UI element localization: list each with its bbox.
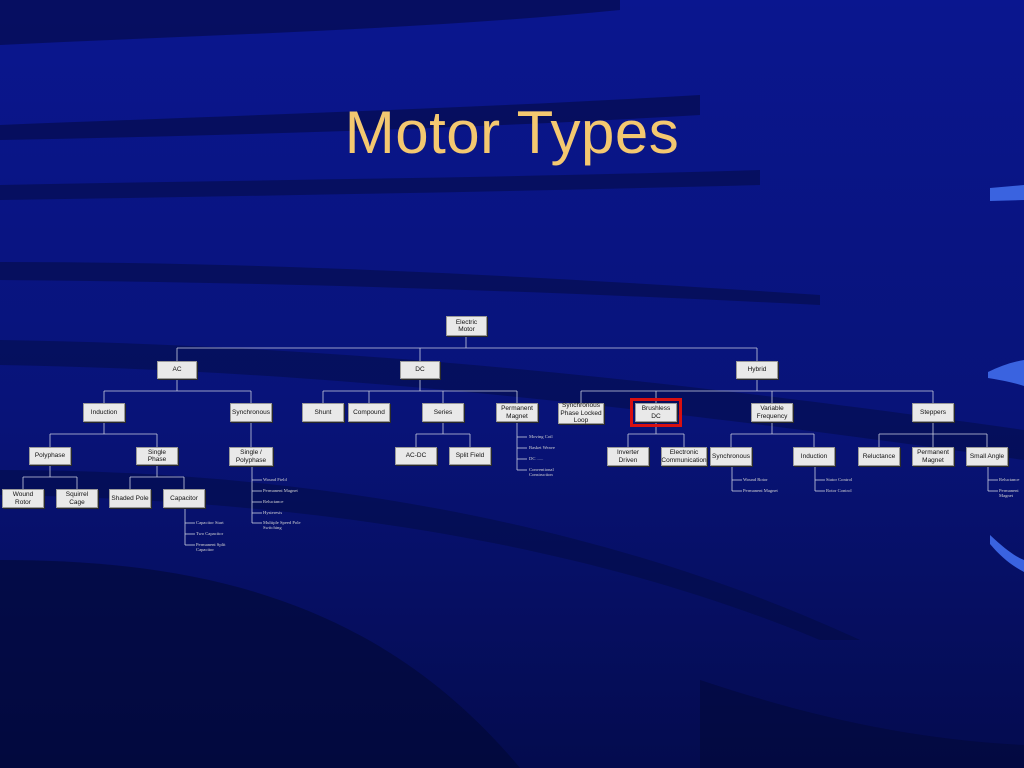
leaf-stator-control: Stator Control xyxy=(826,477,853,482)
node-ac: AC xyxy=(157,361,197,379)
node-small-angle: Small Angle xyxy=(966,447,1008,466)
node-permanent-magnet-stepper: Permanent Magnet xyxy=(912,447,954,466)
node-vf-synchronous: Synchronous xyxy=(710,447,752,466)
leaf-multiple-speed: Multiple Speed Pole Switching xyxy=(263,520,301,531)
node-reluctance: Reluctance xyxy=(858,447,900,466)
node-induction: Induction xyxy=(83,403,125,422)
node-ac-dc: AC-DC xyxy=(395,447,437,465)
node-polyphase: Polyphase xyxy=(29,447,71,465)
node-shaded-pole: Shaded Pole xyxy=(109,489,151,508)
node-synchronous: Synchronous xyxy=(230,403,272,422)
leaf-basket-weave: Basket Weave xyxy=(529,445,555,450)
node-single-polyphase: Single / Polyphase xyxy=(229,447,273,466)
node-variable-frequency: Variable Frequency xyxy=(751,403,793,422)
leaf-conventional-construction: Conventional Construction xyxy=(529,467,554,478)
node-brushless-dc: Brushless DC xyxy=(630,398,682,427)
node-vf-induction: Induction xyxy=(793,447,835,466)
node-single-phase: Single Phase xyxy=(136,447,178,465)
leaf-sa-permanent-magnet: Permanent Magnet xyxy=(999,488,1019,499)
leaf-dc: DC ...... xyxy=(529,456,544,461)
node-electronic-communication: Electronic Communication xyxy=(661,447,707,466)
slide-title: Motor Types xyxy=(344,99,680,166)
node-series: Series xyxy=(422,403,464,422)
leaf-capacitor-start: Capacitor Start xyxy=(196,520,224,525)
node-shunt: Shunt xyxy=(302,403,344,422)
leaf-vf-wound-rotor: Wound Rotor xyxy=(743,477,768,482)
node-capacitor: Capacitor xyxy=(163,489,205,508)
node-wound-rotor: Wound Rotor xyxy=(2,489,44,508)
node-dc: DC xyxy=(400,361,440,379)
node-hybrid: Hybrid xyxy=(736,361,778,379)
leaf-sa-reluctance: Reluctance xyxy=(999,477,1020,482)
node-synchronous-pll: Synchronous Phase Locked Loop xyxy=(558,402,604,424)
leaf-vf-permanent-magnet: Permanent Magnet xyxy=(743,488,778,493)
node-inverter-driven: Inverter Driven xyxy=(607,447,649,466)
node-squirrel-cage: Squirrel Cage xyxy=(56,489,98,508)
leaf-permanent-split-capacitor: Permanent Split Capacitor xyxy=(196,542,226,553)
node-electric-motor: Electric Motor xyxy=(446,316,487,336)
leaf-rotor-control: Rotor Control xyxy=(826,488,852,493)
leaf-wound-field: Wound Field xyxy=(263,477,287,482)
leaf-permanent-magnet: Permanent Magnet xyxy=(263,488,298,493)
leaf-two-capacitor: Two Capacitor xyxy=(196,531,224,536)
node-permanent-magnet-dc: Permanent Magnet xyxy=(496,403,538,422)
leaf-reluctance: Reluctance xyxy=(263,499,284,504)
leaf-hysteresis: Hysteresis xyxy=(263,510,283,515)
node-split-field: Split Field xyxy=(449,447,491,465)
node-steppers: Steppers xyxy=(912,403,954,422)
leaf-moving-coil: Moving Coil xyxy=(529,434,553,439)
node-compound: Compound xyxy=(348,403,390,422)
